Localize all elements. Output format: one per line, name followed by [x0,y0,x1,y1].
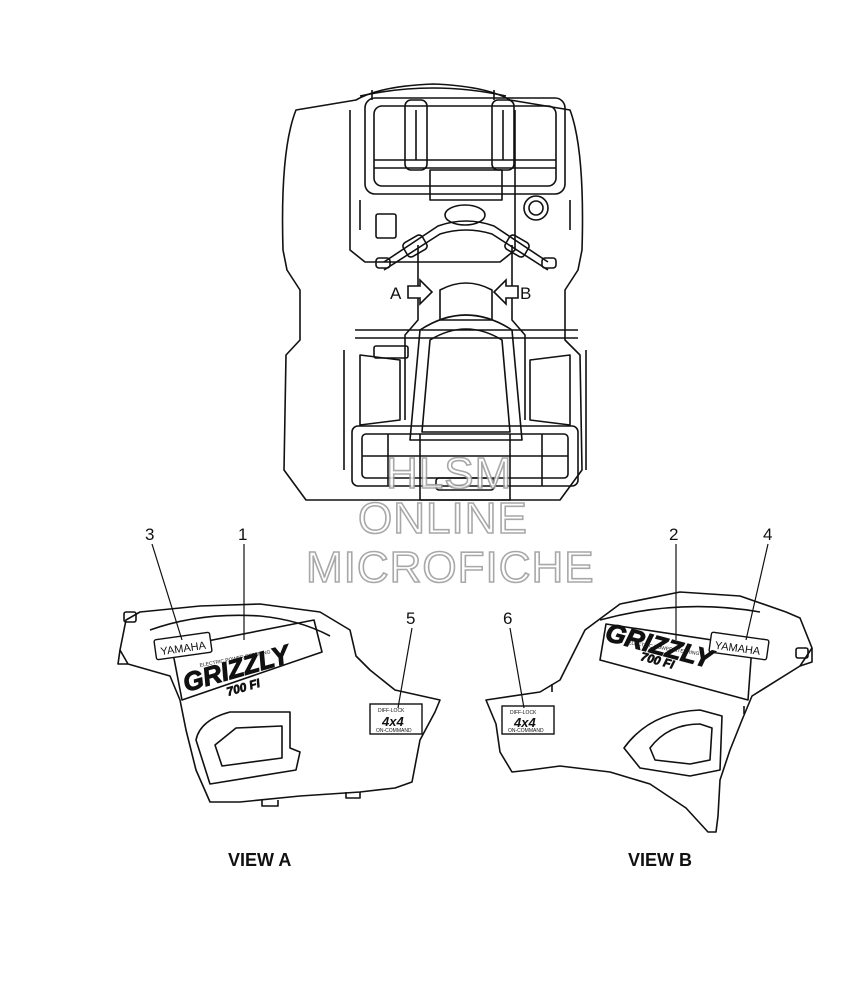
watermark-line2: ONLINE [358,494,528,543]
callout-2: 2 [669,525,678,544]
4x4-text-b: 4x4 [513,715,536,730]
diff-lock-text-a: DIFF-LOCK [378,708,405,714]
view-a-decal-4x4: DIFF-LOCK 4x4 ON-COMMAND [369,703,423,735]
watermark: HLSM ONLINE MICROFICHE [305,448,595,593]
callout-1: 1 [238,525,247,544]
view-b-label: VIEW B [628,850,692,870]
callout-6: 6 [503,609,512,628]
view-a-label: VIEW A [228,850,291,870]
watermark-line1: HLSM [386,449,512,498]
4x4-text-a: 4x4 [381,714,404,729]
callout-5: 5 [406,609,415,628]
view-b-arrow: B [492,278,531,306]
view-a-fender [117,603,441,807]
view-b-decal-4x4: DIFF-LOCK 4x4 ON-COMMAND [501,705,555,735]
diff-lock-text-b: DIFF-LOCK [510,710,537,716]
arrow-a-label: A [390,284,402,303]
view-b-decal-yamaha: YAMAHA [708,631,770,661]
view-a-decal-yamaha: YAMAHA [153,631,213,661]
arrow-b-label: B [520,284,531,303]
atv-top-view [281,83,587,501]
on-command-text-b: ON-COMMAND [508,728,544,734]
leader-lines [151,543,769,709]
callout-3: 3 [145,525,154,544]
view-b-fender [485,591,813,833]
watermark-line3: MICROFICHE [306,543,595,592]
view-a-arrow: A [390,278,434,306]
on-command-text-a: ON-COMMAND [376,728,412,734]
callout-4: 4 [763,525,772,544]
